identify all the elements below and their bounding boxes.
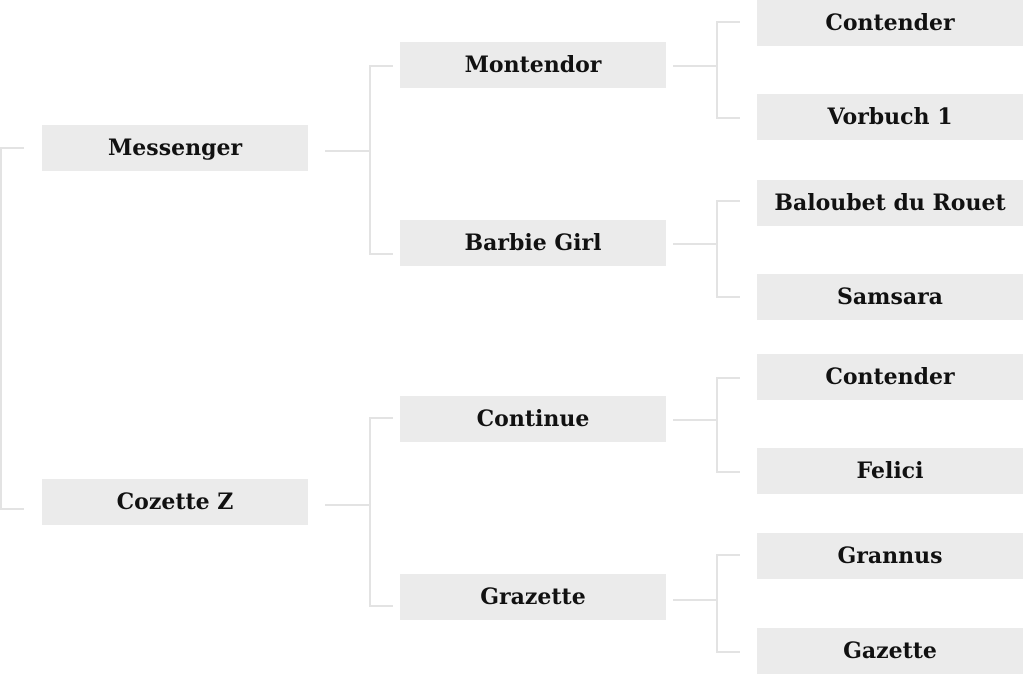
dam-sire-box: Continue	[400, 396, 666, 442]
sire-box: Messenger	[42, 125, 308, 171]
dam-name: Cozette Z	[116, 489, 234, 515]
ancestor-name-6: Felici	[856, 458, 924, 484]
dam-dam-name: Grazette	[480, 584, 586, 610]
dam-sire-name: Continue	[476, 406, 590, 432]
connector-continue	[673, 377, 740, 473]
connector-root	[0, 147, 24, 510]
connector-barbie-girl	[673, 200, 740, 298]
connector-messenger	[325, 65, 393, 255]
sire-dam-box: Barbie Girl	[400, 220, 666, 266]
ancestor-box-7: Grannus	[757, 533, 1023, 579]
ancestor-box-1: Contender	[757, 0, 1023, 46]
sire-sire-name: Montendor	[464, 52, 602, 78]
dam-box: Cozette Z	[42, 479, 308, 525]
ancestor-box-8: Gazette	[757, 628, 1023, 674]
ancestor-name-2: Vorbuch 1	[827, 104, 953, 130]
ancestor-name-4: Samsara	[837, 284, 943, 310]
sire-sire-box: Montendor	[400, 42, 666, 88]
connector-montendor	[673, 21, 740, 119]
sire-name: Messenger	[107, 135, 243, 161]
connector-cozette	[325, 417, 393, 607]
ancestor-box-5: Contender	[757, 354, 1023, 400]
connector-grazette	[673, 554, 740, 653]
ancestor-name-5: Contender	[825, 364, 955, 390]
dam-dam-box: Grazette	[400, 574, 666, 620]
ancestor-name-3: Baloubet du Rouet	[774, 190, 1006, 216]
ancestor-box-3: Baloubet du Rouet	[757, 180, 1023, 226]
ancestor-name-1: Contender	[825, 10, 955, 36]
ancestor-box-6: Felici	[757, 448, 1023, 494]
ancestor-box-4: Samsara	[757, 274, 1023, 320]
ancestor-name-7: Grannus	[837, 543, 943, 569]
sire-dam-name: Barbie Girl	[464, 230, 602, 256]
ancestor-box-2: Vorbuch 1	[757, 94, 1023, 140]
ancestor-name-8: Gazette	[843, 638, 937, 664]
